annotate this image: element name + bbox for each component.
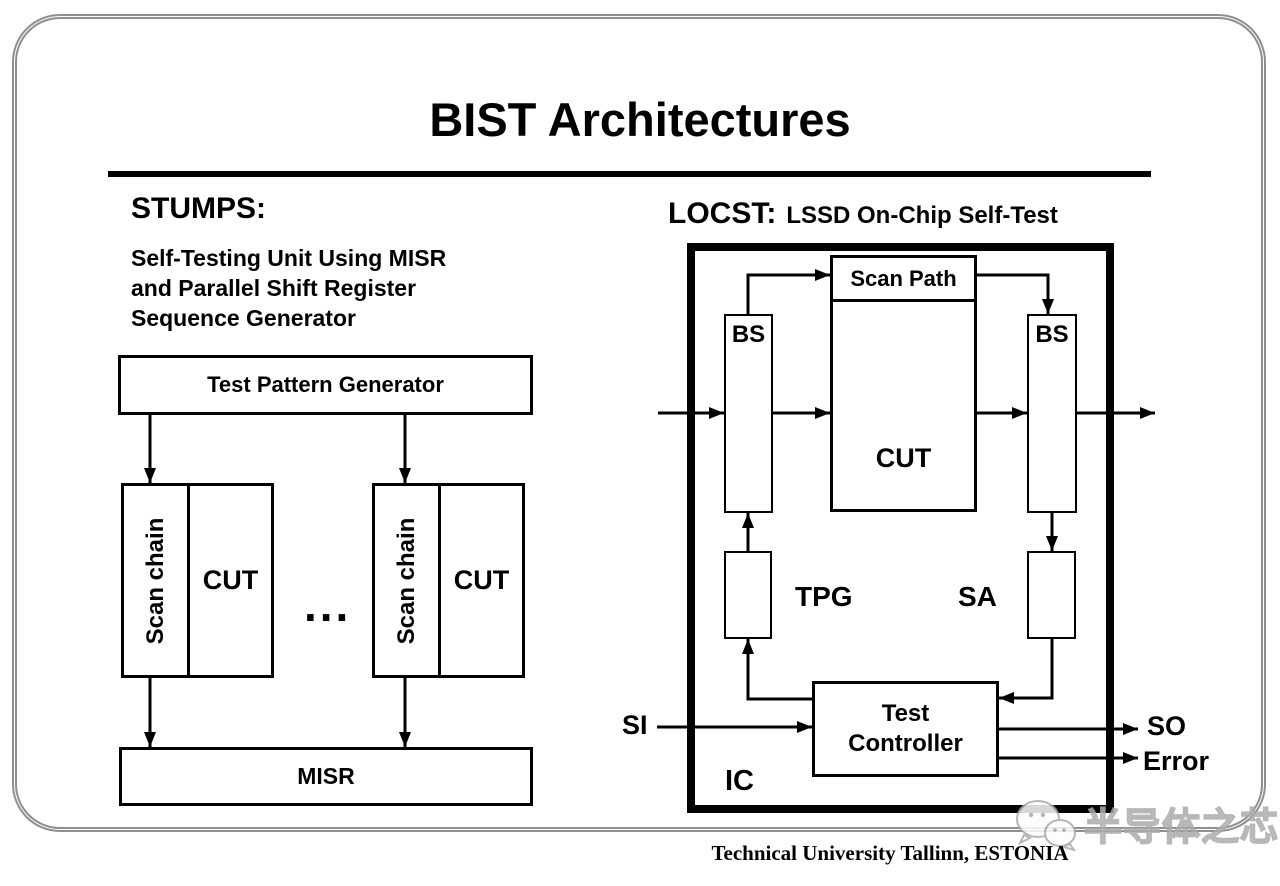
stumps-heading: STUMPS: [131,192,266,225]
error-label: Error [1143,746,1210,776]
ic-label: IC [725,765,754,797]
locst-heading: LOCST: [668,197,777,230]
cut-label: CUT [202,565,259,595]
watermark-text: 半导体之芯 [1083,806,1280,850]
so-label: SO [1147,711,1187,741]
cut-label: CUT [453,565,510,595]
slide-frame [12,14,1266,832]
tpg-label: TPG [795,581,853,612]
page-title: BIST Architectures [429,93,851,146]
wechat-logo-icon [1016,799,1076,851]
scan-path-cut-box: Scan Path CUT [830,255,977,512]
ellipsis-dots: ... [304,579,352,631]
boundary-scan-right-box: BS [1027,314,1077,513]
cut-label: CUT [875,443,932,473]
scan-chain-label: Scan chain [141,517,169,644]
si-label: SI [622,710,648,740]
scan-chain-label: Scan chain [392,517,420,644]
scan-path-cut-divider [833,299,974,302]
boundary-scan-left-box: BS [724,314,773,513]
sa-box [1027,551,1076,639]
title-underline [108,171,1151,177]
scan-chain-group-2: Scan chain CUT [372,483,525,678]
misr-box: MISR [119,747,533,806]
test-pattern-generator-box: Test Pattern Generator [118,355,533,415]
stumps-description: Self-Testing Unit Using MISR and Paralle… [131,245,447,331]
watermark: 半导体之芯 [1014,796,1279,851]
scan-chain-group-1: Scan chain CUT [121,483,274,678]
scan-path-box: Scan Path [850,265,957,291]
tpg-box [724,551,772,639]
test-controller-box: Test Controller [812,681,999,777]
locst-subtitle: LSSD On-Chip Self-Test [786,202,1058,229]
ic-box [687,243,1114,813]
scan-chain-column: Scan chain [375,486,441,675]
scan-chain-column: Scan chain [124,486,190,675]
locst-heading-row: LOCST: LSSD On-Chip Self-Test [668,197,1058,231]
sa-label: SA [958,581,997,612]
footer-text: Technical University Tallinn, ESTONIA [711,841,1069,865]
